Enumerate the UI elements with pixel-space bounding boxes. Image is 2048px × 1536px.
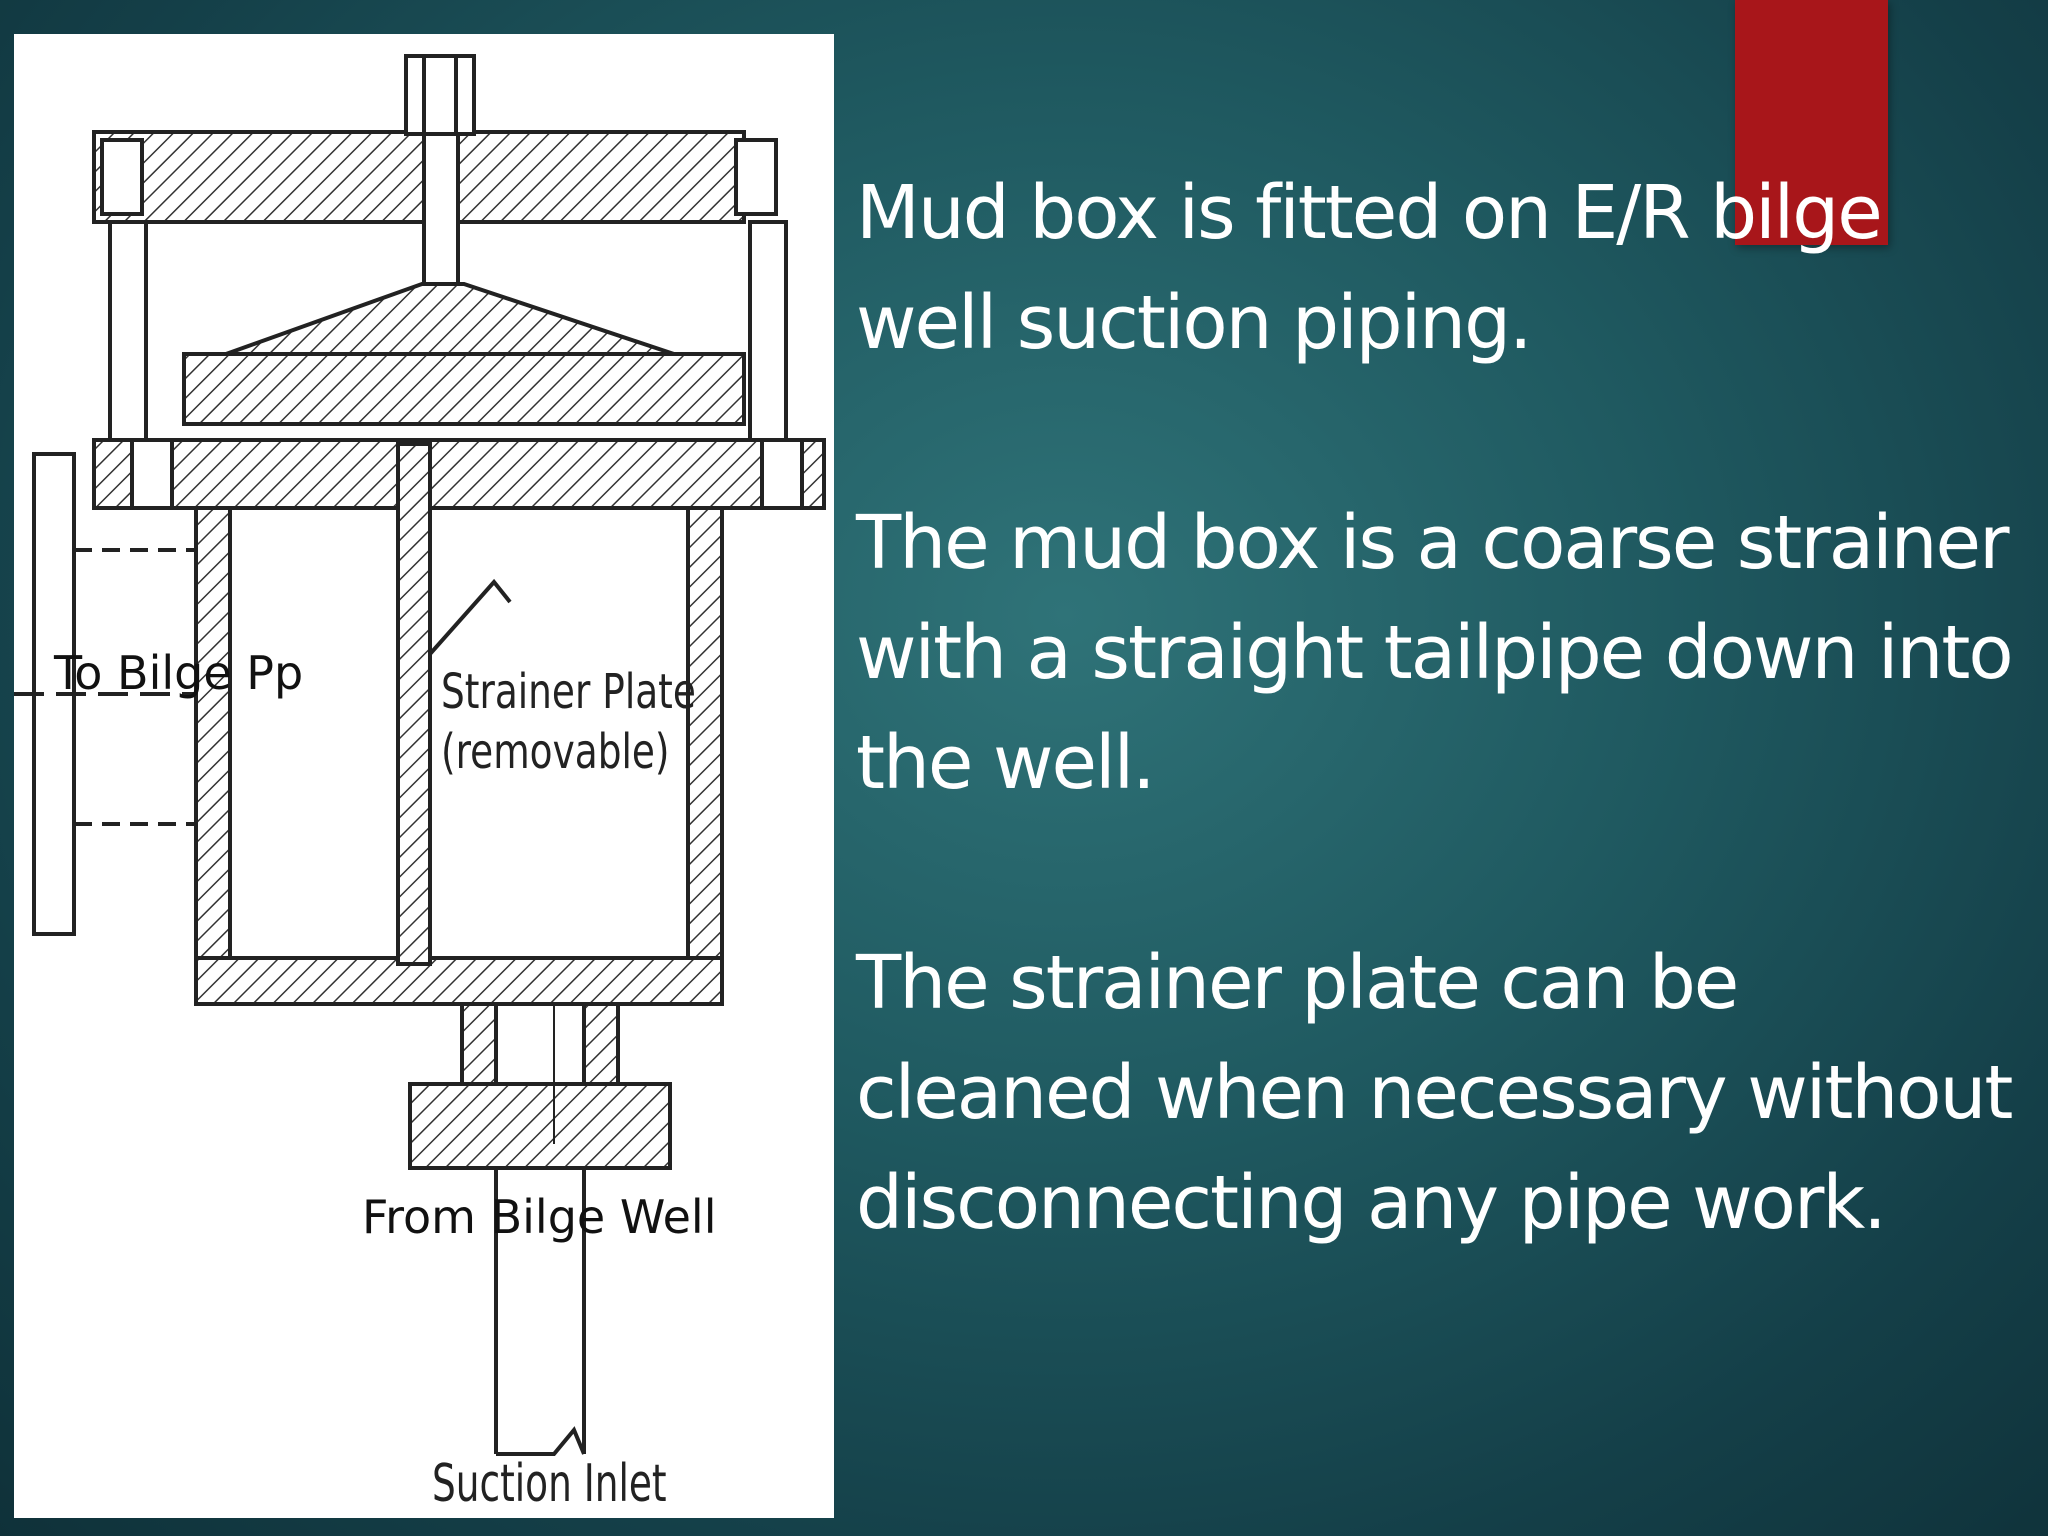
accent-bar [1735,0,1888,245]
paragraph-2: The mud box is a coarse strainer with a … [856,500,2014,806]
label-from-bilge-well: From Bilge Well [362,1190,717,1244]
label-to-bilge-pump: To Bilge Pp [54,646,304,700]
paragraph-3: The strainer plate can be cleaned when n… [856,940,2013,1246]
mud-box-diagram: To Bilge Pp Strainer Plate (removable) F… [14,34,834,1518]
label-removable: (removable) [441,724,670,780]
mud-box-drawing [14,54,826,1456]
paragraph-1: Mud box is fitted on E/R bilge well suct… [856,170,1883,366]
label-strainer-plate: Strainer Plate [441,664,696,720]
label-suction-inlet: Suction Inlet [432,1454,667,1514]
slide-body-text: Mud box is fitted on E/R bilge well suct… [856,158,2036,1258]
